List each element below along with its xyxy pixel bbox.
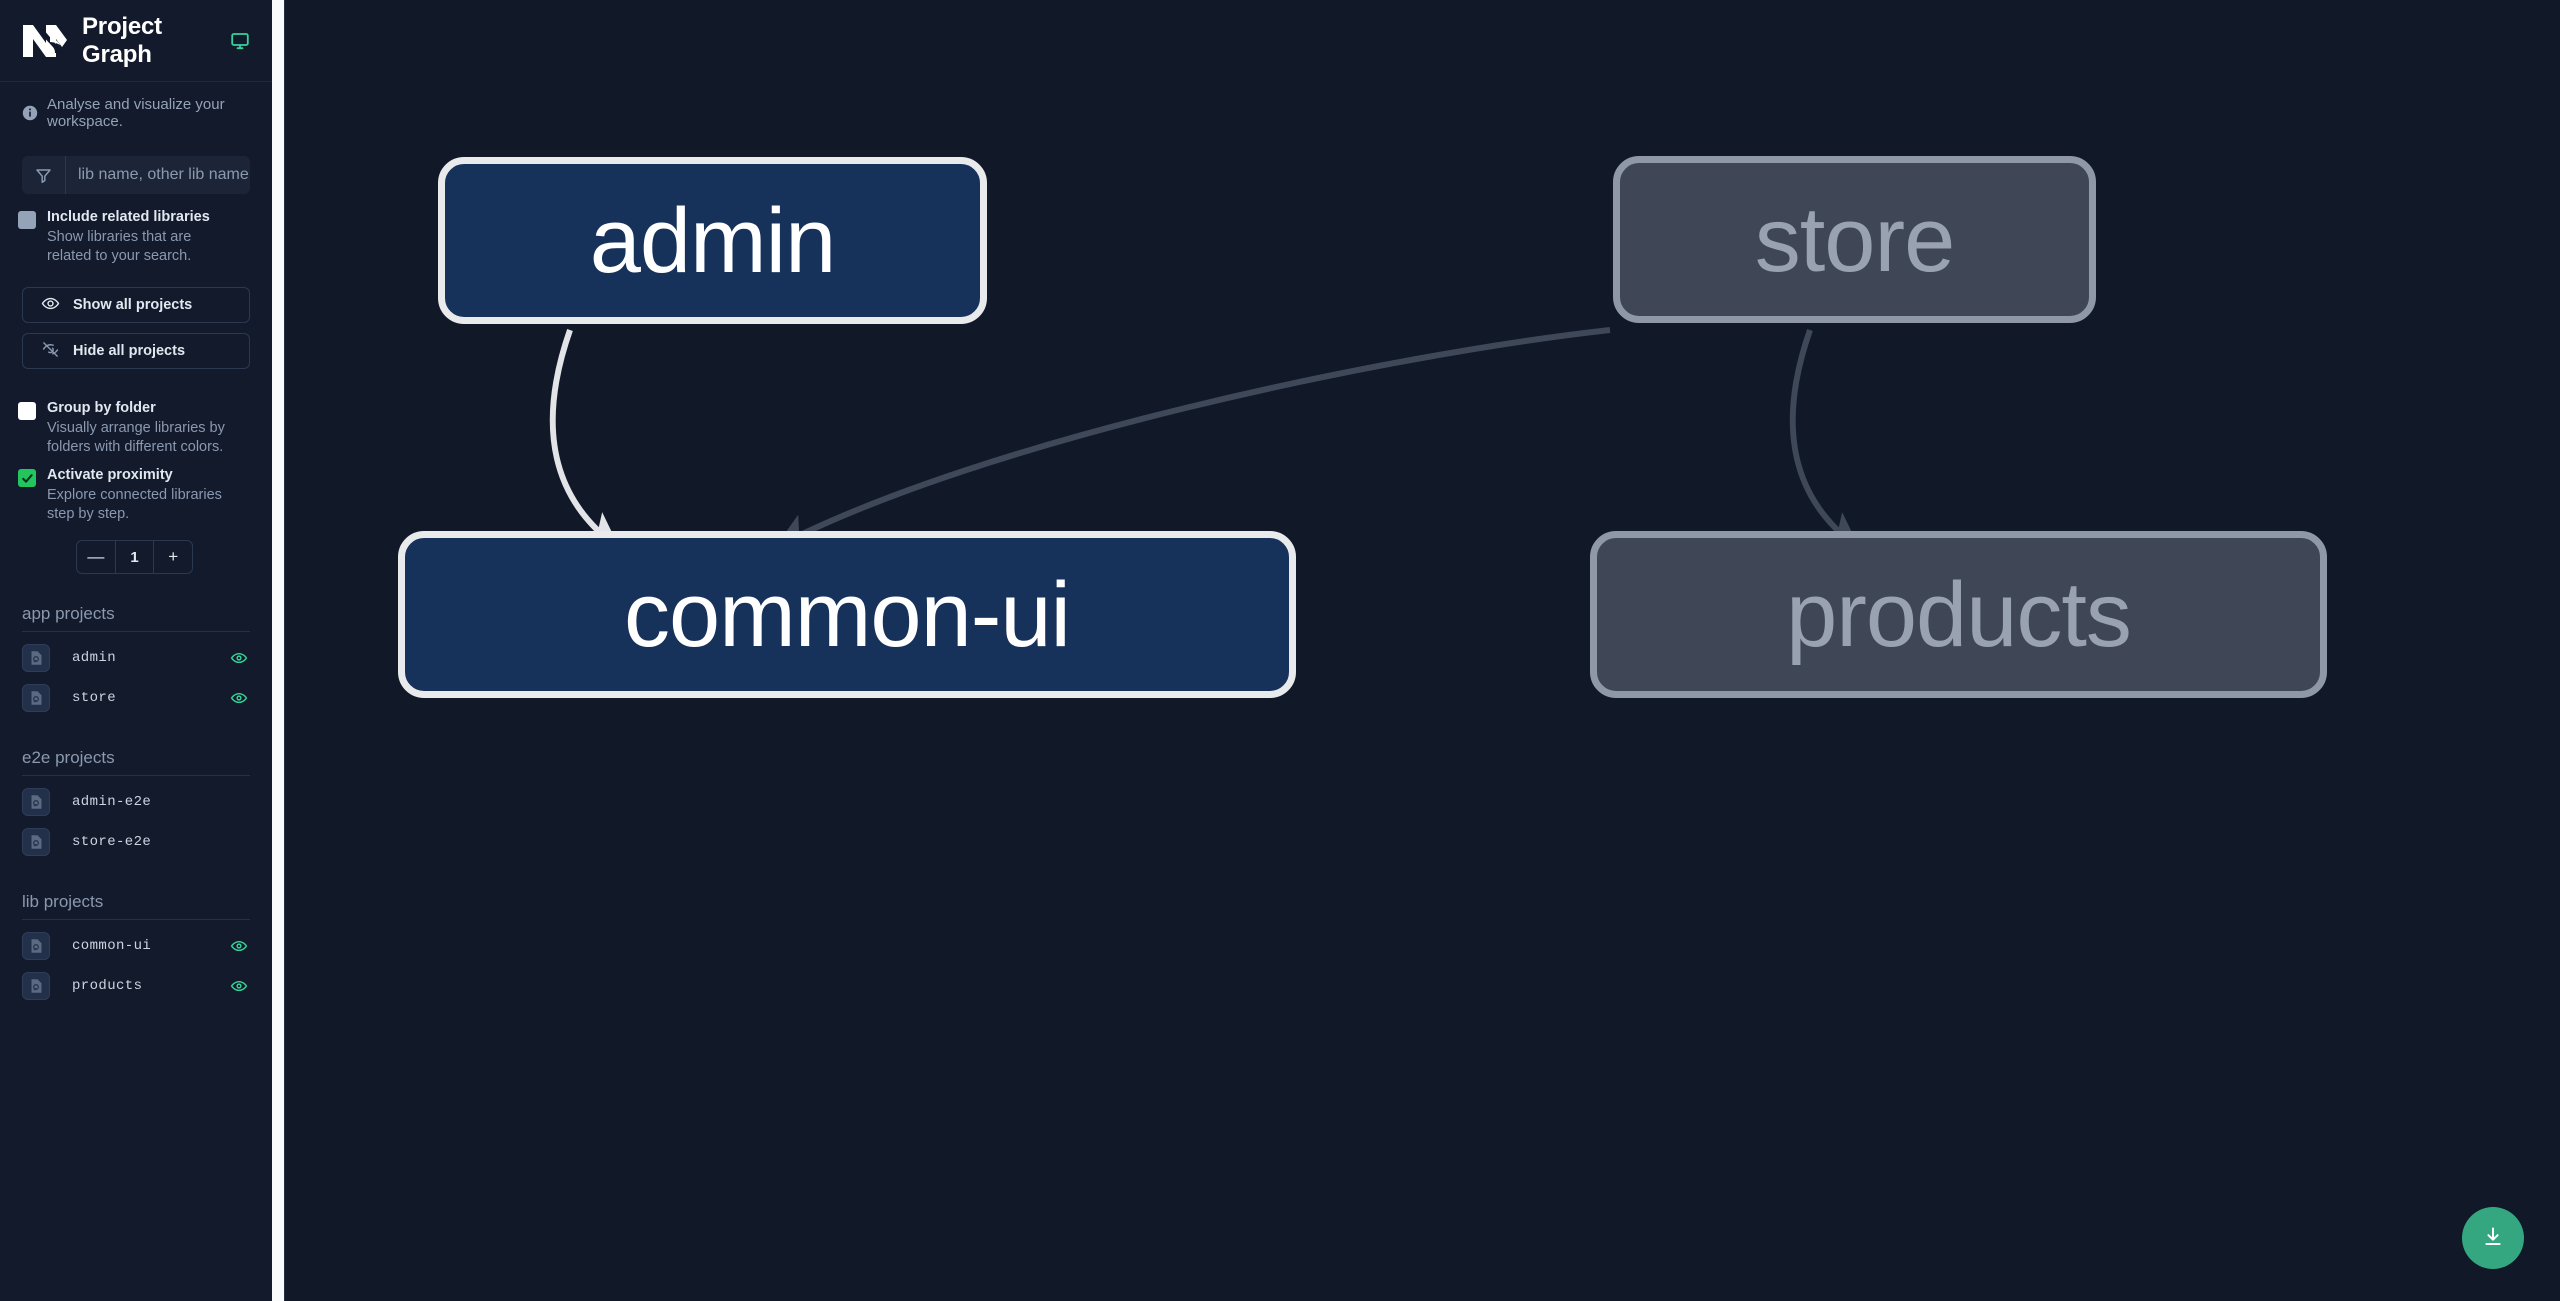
eye-slot-empty — [228, 791, 250, 813]
project-group-title: lib projects — [22, 892, 104, 911]
option-description: Visually arrange libraries by folders wi… — [47, 420, 225, 455]
edge-store-to-common-ui — [774, 327, 1611, 548]
proximity-decrement-button[interactable]: — — [87, 547, 105, 566]
graph-node-store[interactable]: store — [1613, 156, 2096, 323]
divider-line — [284, 0, 285, 1301]
project-row-admin-e2e[interactable]: admin-e2e — [22, 782, 250, 822]
project-row-common-ui[interactable]: common-ui — [22, 926, 250, 966]
graph-canvas[interactable]: admin store common-ui products — [285, 0, 2560, 1301]
graph-edges — [549, 327, 1860, 549]
divider — [22, 631, 250, 632]
graph-node-label: admin — [589, 189, 837, 292]
page-title: Project Graph — [82, 12, 162, 68]
sidebar: Project Graph Analyse and visualize your… — [0, 0, 272, 1301]
project-group-app: app projects admin — [0, 604, 272, 718]
project-name: admin-e2e — [72, 794, 152, 810]
checkbox-activate-proximity[interactable] — [18, 469, 36, 487]
edge-admin-to-common-ui — [549, 329, 620, 549]
project-file-icon — [22, 644, 50, 672]
project-name: admin — [72, 650, 117, 666]
project-file-icon — [22, 828, 50, 856]
project-group-title: e2e projects — [22, 748, 115, 767]
project-group-title: app projects — [22, 604, 115, 623]
show-all-projects-label: Show all projects — [73, 297, 193, 313]
eye-icon[interactable] — [228, 647, 250, 669]
project-group-e2e: e2e projects admin-e2e — [0, 748, 272, 862]
project-file-icon — [22, 932, 50, 960]
graph-node-products[interactable]: products — [1590, 531, 2327, 698]
eye-icon[interactable] — [228, 935, 250, 957]
eye-icon[interactable] — [228, 687, 250, 709]
graph-node-label: products — [1786, 563, 2132, 666]
option-activate-proximity[interactable]: Activate proximity Explore connected lib… — [0, 456, 272, 523]
eye-icon[interactable] — [228, 975, 250, 997]
hide-all-projects-label: Hide all projects — [73, 343, 186, 359]
search-box[interactable] — [22, 156, 250, 194]
option-title: Include related libraries — [47, 209, 210, 225]
divider — [22, 919, 250, 920]
project-row-admin[interactable]: admin — [22, 638, 250, 678]
proximity-value: 1 — [114, 541, 155, 573]
sidebar-resize-handle[interactable] — [272, 0, 285, 1301]
info-circle-icon — [22, 105, 38, 121]
project-name: store — [72, 690, 117, 706]
option-description: Show libraries that are related to your … — [47, 229, 192, 264]
monitor-icon[interactable] — [230, 31, 250, 51]
eye-off-icon — [41, 340, 60, 363]
divider — [22, 775, 250, 776]
option-description: Explore connected libraries step by step… — [47, 487, 222, 522]
search-input[interactable] — [66, 157, 250, 193]
project-row-products[interactable]: products — [22, 966, 250, 1006]
download-image-button[interactable] — [2462, 1207, 2524, 1269]
project-row-store[interactable]: store — [22, 678, 250, 718]
graph-node-label: common-ui — [623, 563, 1071, 666]
option-title: Activate proximity — [47, 467, 173, 483]
option-group-by-folder[interactable]: Group by folder Visually arrange librari… — [0, 385, 272, 456]
proximity-increment-button[interactable]: + — [168, 547, 179, 566]
project-name: common-ui — [72, 938, 152, 954]
nx-logo-icon — [22, 21, 68, 61]
checkbox-group-by-folder[interactable] — [18, 402, 36, 420]
eye-slot-empty — [228, 831, 250, 853]
filter-funnel-icon — [22, 156, 66, 194]
eye-icon — [41, 294, 60, 317]
project-group-lib: lib projects common-ui — [0, 892, 272, 1006]
graph-node-admin[interactable]: admin — [438, 157, 987, 324]
download-icon — [2480, 1224, 2506, 1253]
graph-node-common-ui[interactable]: common-ui — [398, 531, 1296, 698]
sidebar-tagline-text: Analyse and visualize your workspace. — [47, 96, 225, 130]
project-file-icon — [22, 684, 50, 712]
option-include-related-libraries[interactable]: Include related libraries Show libraries… — [0, 194, 272, 265]
hide-all-projects-button[interactable]: Hide all projects — [22, 333, 250, 369]
project-file-icon — [22, 788, 50, 816]
sidebar-tagline: Analyse and visualize your workspace. — [0, 82, 272, 130]
project-name: products — [72, 978, 143, 994]
option-title: Group by folder — [47, 400, 156, 416]
project-file-icon — [22, 972, 50, 1000]
checkbox-include-related-libraries[interactable] — [18, 211, 36, 229]
proximity-stepper[interactable]: — 1 + — [76, 540, 193, 574]
project-row-store-e2e[interactable]: store-e2e — [22, 822, 250, 862]
project-name: store-e2e — [72, 834, 152, 850]
sidebar-header: Project Graph — [0, 0, 272, 82]
graph-node-label: store — [1754, 188, 1956, 291]
edge-store-to-products — [1789, 329, 1860, 549]
show-all-projects-button[interactable]: Show all projects — [22, 287, 250, 323]
